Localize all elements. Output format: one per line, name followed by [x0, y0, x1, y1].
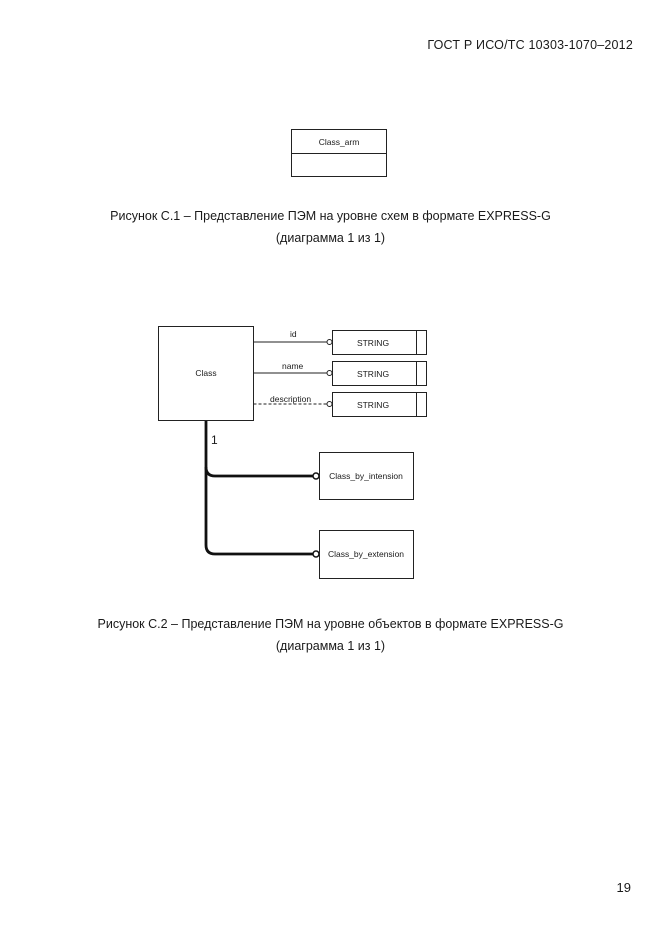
subtype-cardinality-label: 1 [211, 433, 218, 447]
type-string-description-label: STRING [357, 400, 389, 410]
attribute-name-label: name [282, 361, 304, 371]
attribute-description: description [253, 394, 333, 407]
subtype-tree: 1 [204, 421, 320, 558]
attribute-id: id [253, 329, 333, 345]
entity-class-by-intension-label: Class_by_intension [329, 471, 403, 481]
figure-c1-caption-subtitle: (диаграмма 1 из 1) [275, 231, 386, 245]
figure-c1-caption-title: Рисунок С.1 – Представление ПЭМ на уровн… [110, 209, 551, 223]
figure-c2-caption-title: Рисунок С.2 – Представление ПЭМ на уровн… [97, 617, 564, 631]
entity-class-label: Class [195, 368, 216, 378]
type-string-id-label: STRING [357, 338, 389, 348]
type-string-name-label: STRING [357, 369, 389, 379]
page-number: 19 [616, 880, 631, 895]
figure-c1-caption: Рисунок С.1 – Представление ПЭМ на уровн… [0, 205, 661, 249]
entity-class-arm-label: Class_arm [319, 137, 360, 147]
type-string-description: STRING [332, 392, 427, 417]
attribute-name: name [253, 361, 333, 376]
type-string-name: STRING [332, 361, 427, 386]
attribute-description-label: description [270, 394, 311, 404]
attribute-id-label: id [290, 329, 297, 339]
entity-class-by-extension-label: Class_by_extension [328, 549, 404, 559]
figure-c2-diagram: Class id STRING name STRING description … [158, 326, 427, 579]
figure-c2-caption: Рисунок С.2 – Представление ПЭМ на уровн… [0, 613, 661, 657]
figure-c1-diagram: Class_arm [291, 129, 387, 177]
entity-class-by-extension: Class_by_extension [319, 530, 414, 579]
entity-class-by-intension: Class_by_intension [319, 452, 414, 500]
figure-c2-caption-subtitle: (диаграмма 1 из 1) [275, 639, 386, 653]
document-header: ГОСТ Р ИСО/ТС 10303-1070–2012 [427, 38, 633, 52]
type-string-id: STRING [332, 330, 427, 355]
entity-class-arm: Class_arm [291, 129, 387, 177]
entity-class: Class [158, 326, 254, 421]
